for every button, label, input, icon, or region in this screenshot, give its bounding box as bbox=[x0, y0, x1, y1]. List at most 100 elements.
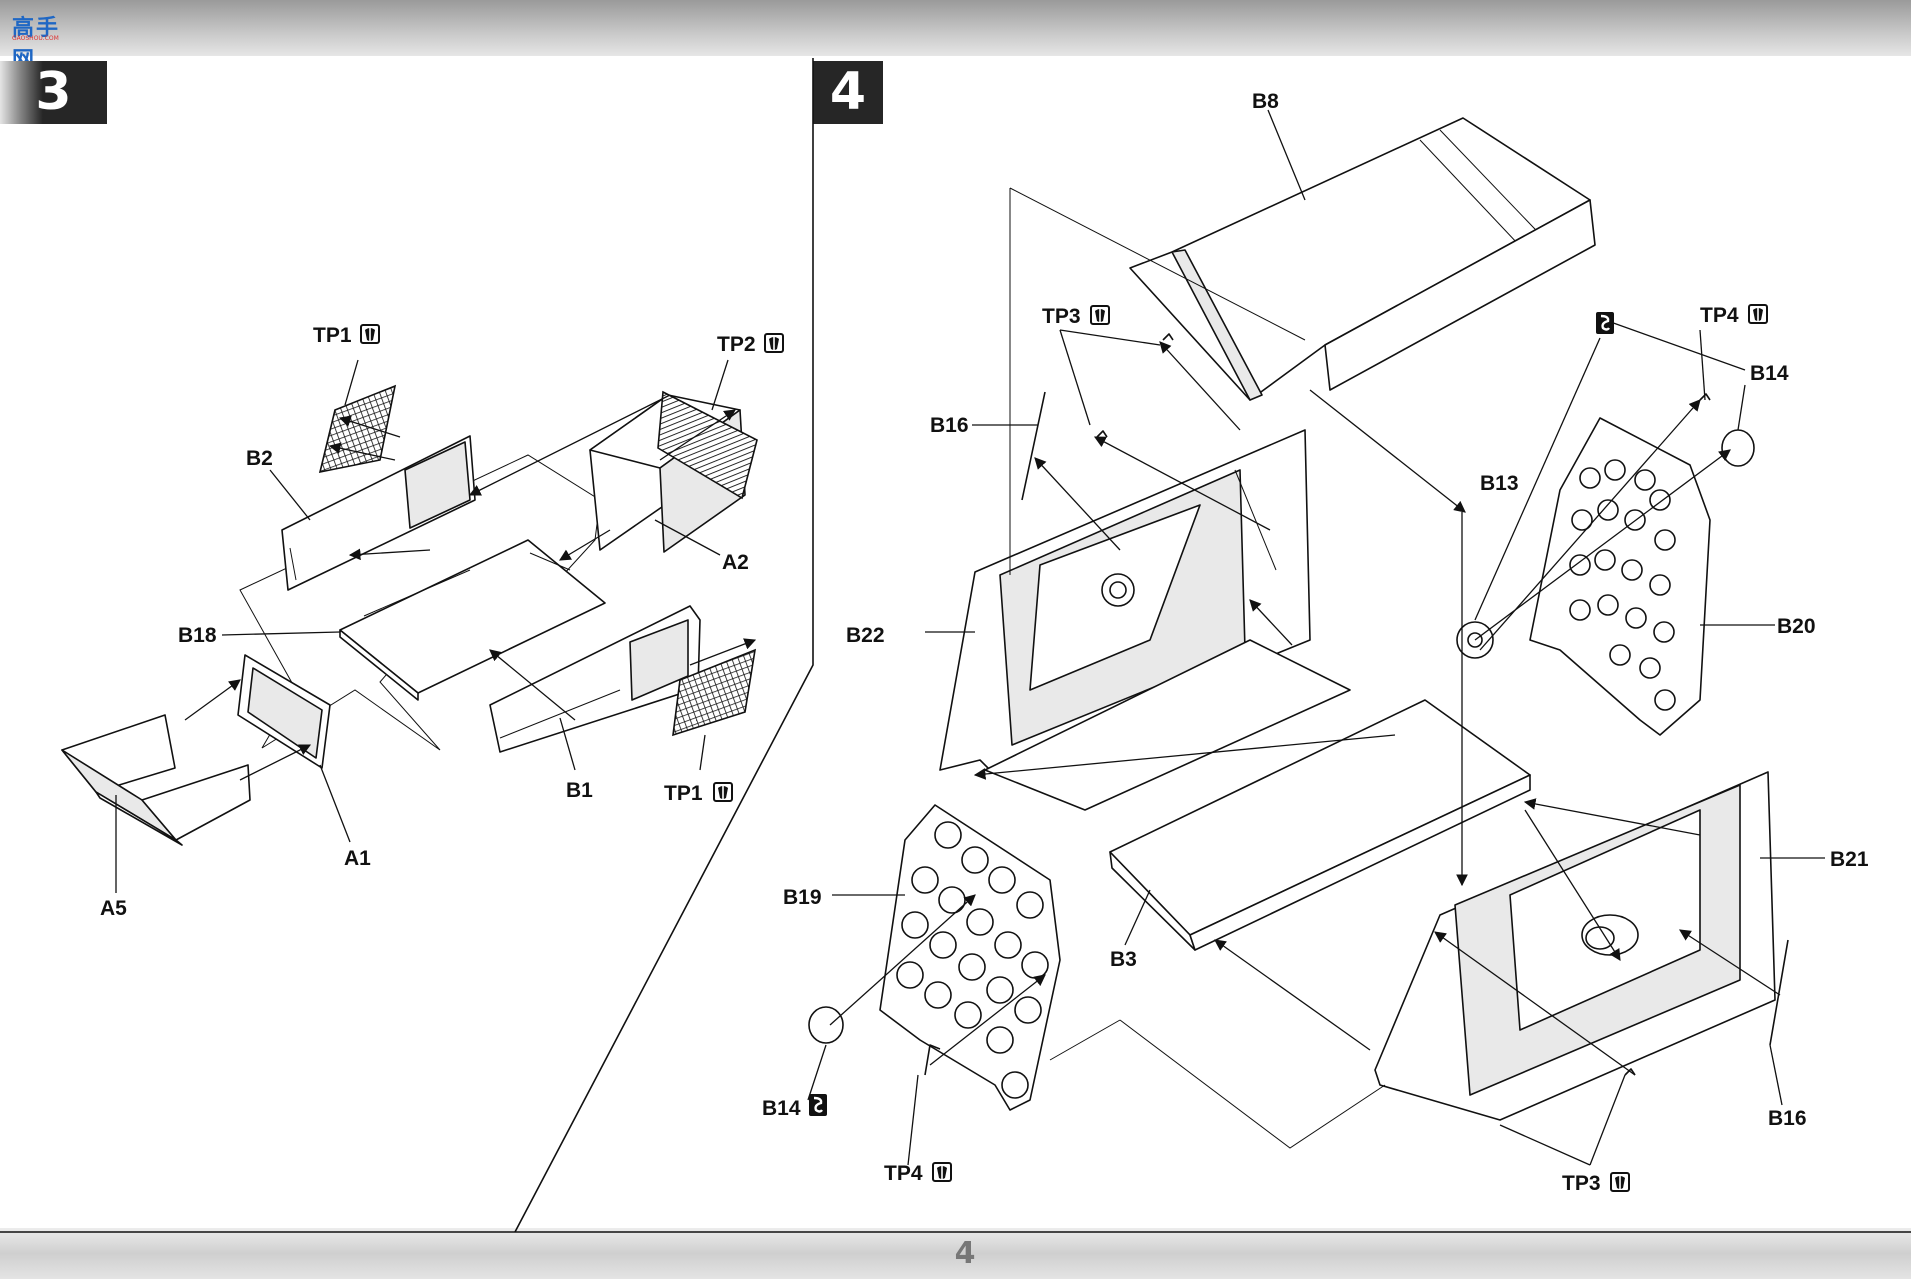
label-b22: B22 bbox=[846, 624, 885, 647]
label-b18: B18 bbox=[178, 624, 217, 647]
arrow-b13-tp4 bbox=[1479, 399, 1701, 651]
label-tp3-top: TP3 bbox=[1042, 305, 1081, 328]
bottom-scan-band bbox=[0, 1228, 1911, 1279]
leader-b14-bottom bbox=[807, 1044, 827, 1101]
part-b14-disc-bottom bbox=[808, 1006, 844, 1044]
arrow-tp1-top-b bbox=[328, 442, 396, 461]
part-tp4-bit bbox=[1699, 393, 1711, 401]
leader-tp2 bbox=[711, 359, 729, 411]
label-b13: B13 bbox=[1480, 472, 1519, 495]
label-b2: B2 bbox=[246, 447, 273, 470]
part-b8-front bbox=[1324, 199, 1596, 391]
part-b18-slot bbox=[529, 552, 571, 571]
part-tp1-mesh-bottom bbox=[672, 648, 757, 737]
leader-a1 bbox=[319, 764, 351, 843]
leader-b13 bbox=[1474, 337, 1601, 621]
label-a5: A5 bbox=[100, 897, 127, 920]
leader-b14-top bbox=[1737, 384, 1746, 431]
leader-tp4-top bbox=[1699, 329, 1706, 401]
photo-etch-bend-icon bbox=[713, 782, 733, 802]
photo-etch-bend-icon bbox=[1090, 305, 1110, 325]
label-b1: B1 bbox=[566, 779, 593, 802]
leader-tp1-top bbox=[344, 359, 359, 406]
part-a1-inner bbox=[247, 667, 323, 759]
leader-a2 bbox=[654, 519, 721, 556]
leader-b1 bbox=[559, 717, 576, 771]
leader-tp3-top-a bbox=[1059, 329, 1091, 426]
part-b22-rib bbox=[1234, 469, 1277, 571]
arrow-a5-a1-b bbox=[239, 744, 312, 781]
part-tp2-grille bbox=[657, 390, 758, 500]
step-divider-line bbox=[514, 58, 814, 1233]
leader-tp3-bottom-b bbox=[1499, 1124, 1591, 1166]
arrow-b16-right bbox=[1679, 929, 1781, 996]
label-b20: B20 bbox=[1777, 615, 1816, 638]
part-b1-rivet-row bbox=[499, 689, 621, 739]
step-4-badge: 4 bbox=[813, 61, 883, 124]
sprue-cut-icon bbox=[1595, 311, 1615, 335]
arrow-a5-a1-a bbox=[184, 679, 241, 721]
part-b18-edge bbox=[339, 629, 419, 701]
leader-b13-icon bbox=[1604, 319, 1746, 371]
part-b20-holes bbox=[1569, 459, 1676, 711]
arrow-tp3-bottom bbox=[1434, 931, 1636, 1076]
arrow-a2-floor bbox=[558, 529, 611, 561]
photo-etch-bend-icon bbox=[932, 1162, 952, 1182]
arrow-b21-b3 bbox=[1523, 798, 1701, 836]
label-tp4-top: TP4 bbox=[1700, 304, 1739, 327]
label-tp1-top: TP1 bbox=[313, 324, 352, 347]
leader-tp4-bottom bbox=[907, 1074, 919, 1166]
part-b18-groove bbox=[363, 569, 471, 617]
leader-b8 bbox=[1267, 109, 1306, 201]
label-tp4-bottom: TP4 bbox=[884, 1162, 923, 1185]
part-b16-rod-left bbox=[1021, 391, 1046, 501]
part-tp1-mesh-top bbox=[318, 384, 397, 474]
top-scan-band bbox=[0, 0, 1911, 56]
part-a5-tray-lip bbox=[95, 791, 183, 846]
label-b16-right: B16 bbox=[1768, 1107, 1807, 1130]
arrow-b18-b2 bbox=[348, 548, 431, 561]
label-b16-left: B16 bbox=[930, 414, 969, 437]
part-b19-holes bbox=[896, 821, 1049, 1099]
part-b3-front-edge bbox=[1189, 774, 1531, 951]
arrow-b8-to-wall bbox=[1309, 389, 1466, 513]
arrow-tp1-b1 bbox=[689, 638, 757, 666]
part-b21-hatch-inner bbox=[1585, 926, 1615, 950]
label-tp1-bottom: TP1 bbox=[664, 782, 703, 805]
part-a5-tray-front bbox=[141, 764, 251, 841]
leader-b2 bbox=[269, 469, 311, 521]
step-3-assembly: TP1 TP2 B2 A2 B18 B1 TP1 A1 A5 bbox=[61, 324, 784, 920]
part-b16-rod-right bbox=[1769, 939, 1789, 1046]
part-tp3-bit-a bbox=[1162, 333, 1174, 341]
arrow-tp2-a2 bbox=[659, 409, 736, 461]
arrow-b16-left bbox=[1034, 457, 1121, 551]
part-tp3-bit-c bbox=[1624, 1068, 1636, 1076]
part-b22-hatch-inner bbox=[1109, 581, 1127, 599]
photo-etch-bend-icon bbox=[1610, 1172, 1630, 1192]
arrow-b21-floor bbox=[1524, 809, 1621, 961]
arrow-b14-b19 bbox=[829, 894, 976, 1026]
sprue-cut-icon bbox=[808, 1093, 828, 1117]
arrow-b3-b22-b bbox=[973, 734, 1396, 780]
photo-etch-bend-icon bbox=[764, 333, 784, 353]
leader-b18 bbox=[221, 631, 341, 636]
label-b14-top: B14 bbox=[1750, 362, 1789, 385]
part-tp3-bit-b bbox=[1096, 430, 1108, 438]
arrow-tp3-top-b bbox=[1093, 436, 1271, 531]
part-b2-panel bbox=[404, 441, 471, 529]
arrow-tp1-top-a bbox=[338, 415, 401, 438]
page-number: 4 bbox=[954, 1236, 976, 1271]
part-a5-tray-back bbox=[61, 714, 176, 793]
part-b14-disc-top bbox=[1721, 429, 1755, 467]
step4-guide-lines bbox=[1009, 187, 1386, 1149]
label-tp2: TP2 bbox=[717, 333, 756, 356]
label-b3: B3 bbox=[1110, 948, 1137, 971]
label-b8: B8 bbox=[1252, 90, 1279, 113]
arrow-tp3-top-a bbox=[1159, 341, 1241, 431]
leader-tp1-bottom bbox=[699, 734, 706, 771]
part-b2-detail bbox=[289, 547, 297, 581]
label-b14-bottom: B14 bbox=[762, 1097, 801, 1120]
photo-etch-bend-icon bbox=[1748, 304, 1768, 324]
